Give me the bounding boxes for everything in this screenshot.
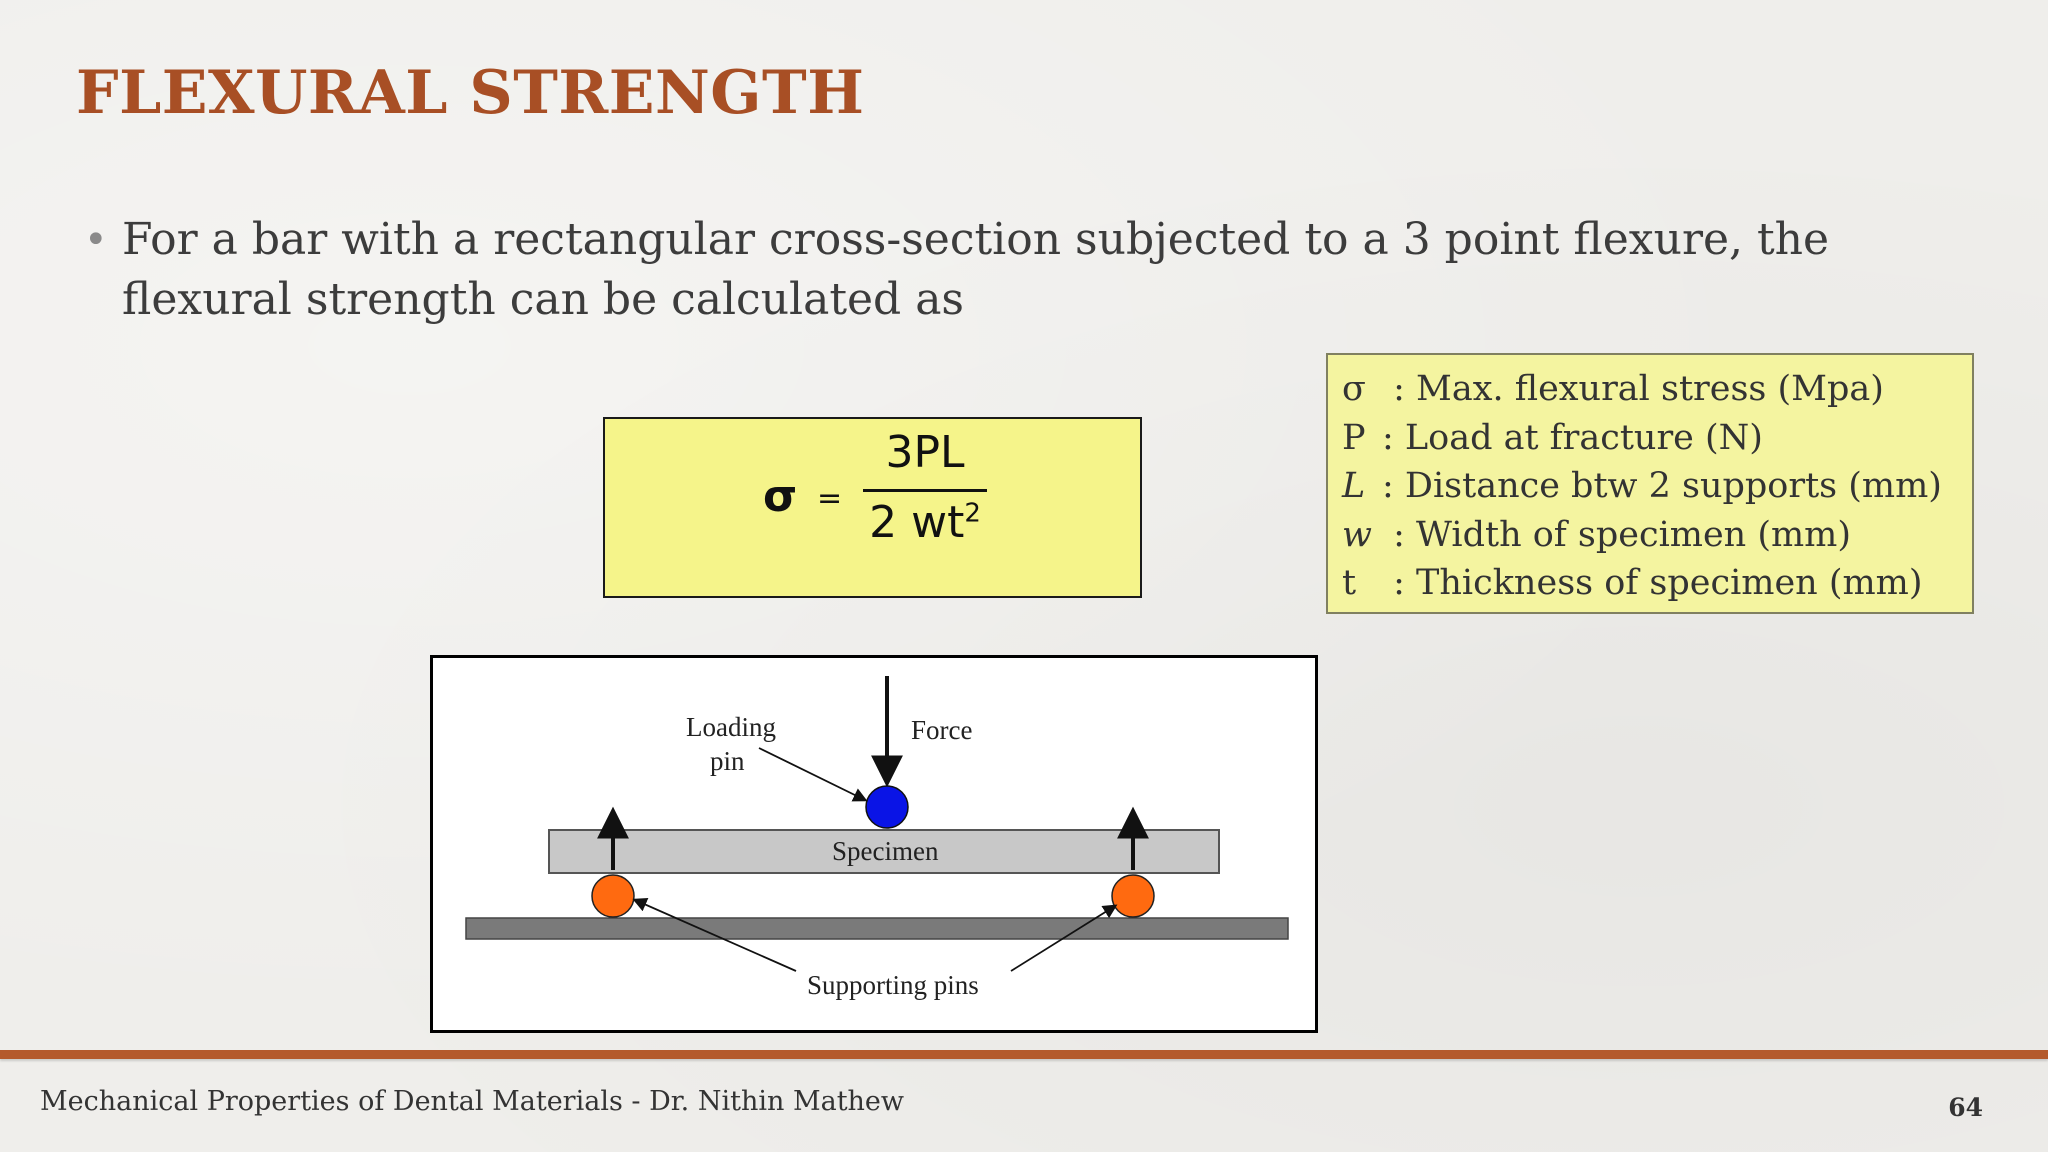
specimen-label: Specimen [832, 836, 939, 866]
loading-pin-label-line2: pin [710, 746, 745, 776]
formula-fraction-bar [863, 489, 987, 492]
bullet-marker: • [84, 217, 108, 263]
legend-description: : Max. flexural stress (Mpa) [1382, 369, 1884, 409]
legend-description: : Load at fracture (N) [1382, 417, 1763, 458]
force-label: Force [911, 715, 973, 745]
legend-row-l: L : Distance btw 2 supports (mm) [1342, 462, 1972, 511]
page-number: 64 [1948, 1093, 1983, 1122]
legend-symbol: σ [1342, 369, 1366, 409]
formula-exponent: 2 [964, 498, 981, 529]
formula-box: σ = 3PL 2 wt2 [603, 417, 1142, 598]
formula-denominator-base: 2 wt [869, 497, 965, 548]
formula-sigma: σ [763, 471, 798, 522]
three-point-flexure-diagram: Loading pin Force Specimen Supporting pi… [430, 655, 1318, 1033]
bullet-text: For a bar with a rectangular cross-secti… [122, 214, 1830, 325]
variable-legend: σ : Max. flexural stress (Mpa) P : Load a… [1326, 353, 1974, 614]
footer-divider [0, 1050, 2048, 1059]
legend-symbol: P [1342, 417, 1366, 458]
flexure-diagram-graphic [465, 676, 1289, 972]
supporting-pins-label: Supporting pins [807, 970, 979, 1000]
legend-row-p: P : Load at fracture (N) [1342, 414, 1972, 463]
formula-denominator: 2 wt2 [863, 497, 987, 548]
left-support-pin [591, 874, 635, 918]
legend-description: : Width of specimen (mm) [1382, 514, 1852, 555]
legend-symbol: t [1342, 563, 1357, 603]
legend-description: : Distance btw 2 supports (mm) [1382, 466, 1942, 506]
legend-description: : Thickness of specimen (mm) [1382, 563, 1923, 603]
left-support-pointer [632, 898, 797, 972]
right-support-pin [1111, 874, 1155, 918]
legend-row-w: w : Width of specimen (mm) [1342, 511, 1972, 560]
loading-pin [865, 785, 909, 829]
formula-equals: = [817, 481, 843, 516]
loading-pin-pointer [758, 747, 868, 802]
legend-row-t: t : Thickness of specimen (mm) [1342, 559, 1972, 608]
specimen-bar [548, 829, 1220, 874]
loading-pin-label: Loading [686, 712, 776, 742]
legend-symbol: L [1342, 466, 1366, 506]
right-support-pointer [1010, 904, 1118, 972]
legend-symbol: w [1342, 514, 1372, 555]
slide-title: FLEXURAL STRENGTH [76, 58, 865, 128]
footer-text: Mechanical Properties of Dental Material… [40, 1086, 905, 1117]
base-plate [465, 917, 1289, 940]
formula-numerator: 3PL [885, 427, 965, 478]
bullet-point: • For a bar with a rectangular cross-sec… [84, 210, 1984, 330]
legend-row-sigma: σ : Max. flexural stress (Mpa) [1342, 365, 1972, 414]
